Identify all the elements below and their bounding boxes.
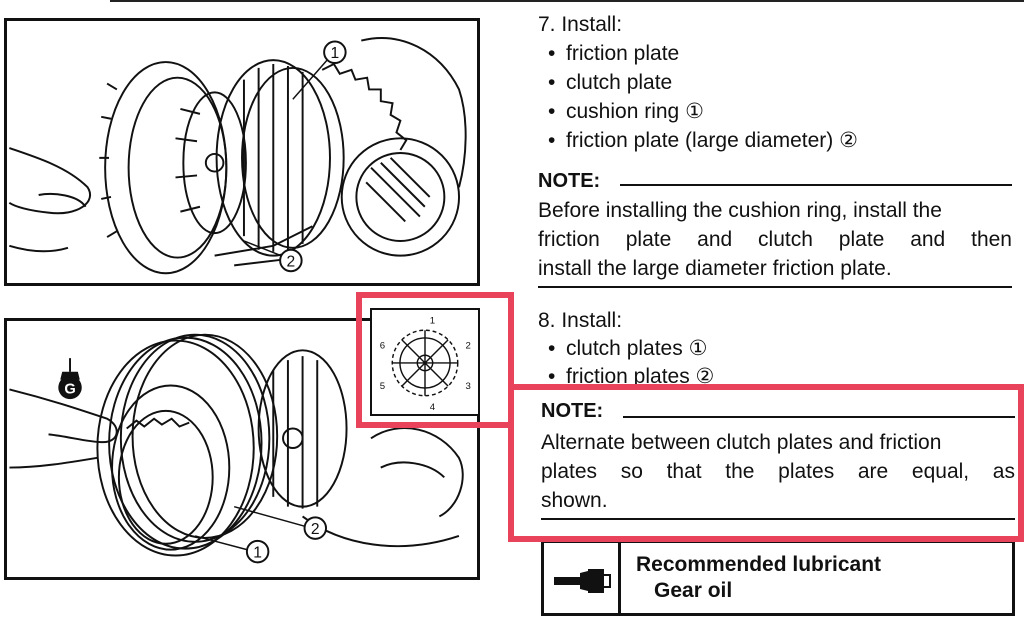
inset-label-5: 5 — [380, 381, 385, 392]
note1-rule — [620, 184, 1012, 186]
clutch-drawing-2: G 2 1 — [9, 333, 464, 564]
top-rule — [110, 0, 1024, 2]
inset-label-4: 4 — [430, 402, 436, 413]
note2-line: plates so that the plates are equal, as — [541, 460, 1015, 483]
step8-heading: 8. Install: — [538, 309, 623, 332]
lubricant-value: Gear oil — [654, 579, 733, 602]
note1-bottom-rule — [538, 286, 1012, 288]
inset-label-2: 2 — [465, 341, 470, 352]
svg-text:1: 1 — [331, 45, 340, 62]
clutch-figure-1: 1 2 — [4, 18, 480, 286]
note2-rule — [623, 416, 1015, 418]
plate-order-inset: 1 2 3 4 5 6 — [370, 308, 480, 416]
svg-text:G: G — [64, 381, 75, 397]
clutch-drawing-1: 1 2 — [8, 37, 467, 275]
step8-item: friction plates ② — [548, 362, 714, 384]
note1-label: NOTE: — [538, 170, 601, 192]
oil-can-icon — [554, 569, 611, 593]
lubricant-box: Recommended lubricant Gear oil — [541, 540, 1015, 616]
svg-text:2: 2 — [311, 521, 320, 538]
lubricant-divider — [618, 543, 621, 613]
step7-item: friction plate (large diameter) ② — [548, 126, 858, 155]
svg-text:2: 2 — [287, 253, 296, 270]
inset-label-3: 3 — [465, 381, 470, 392]
fig1-callout-2: 2 — [243, 240, 303, 273]
step7-item: clutch plate — [548, 68, 672, 97]
note2-line: shown. — [541, 489, 608, 512]
gear-oil-badge-icon: G — [58, 358, 82, 400]
inset-label-1: 1 — [430, 315, 435, 326]
note2-label: NOTE: — [541, 400, 604, 422]
step7-item: friction plate — [548, 39, 679, 68]
lubricant-title: Recommended lubricant — [636, 553, 882, 576]
svg-text:1: 1 — [253, 544, 262, 561]
note2-bottom-rule — [541, 518, 1015, 520]
note1-line: Before installing the cushion ring, inst… — [538, 199, 942, 222]
step8-item: clutch plates ① — [548, 334, 707, 363]
fig1-callout-1: 1 — [292, 40, 347, 100]
note1-line: friction plate and clutch plate and then — [538, 228, 1012, 251]
inset-label-6: 6 — [380, 341, 385, 352]
fig2-callout-2: 2 — [233, 505, 328, 540]
note1-line: install the large diameter friction plat… — [538, 257, 892, 280]
step7-item: cushion ring ① — [548, 97, 704, 126]
fig2-callout-1: 1 — [194, 535, 270, 564]
note2-line: Alternate between clutch plates and fric… — [541, 431, 942, 454]
step7-heading: 7. Install: — [538, 13, 623, 36]
plate-order-diagram: 1 2 3 4 5 6 — [380, 315, 471, 413]
